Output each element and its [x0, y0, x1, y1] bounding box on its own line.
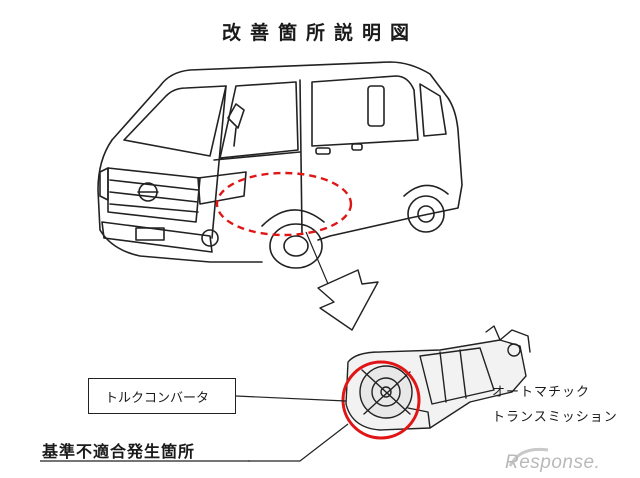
torque-converter-leader — [235, 395, 347, 402]
nonconformity-leader — [248, 423, 349, 462]
response-watermark-logo: Response. — [505, 452, 601, 473]
down-arrow — [317, 269, 379, 331]
diagram-title: 改善箇所説明図 — [221, 22, 418, 44]
nonconformity-label: 基準不適合発生箇所 — [42, 442, 196, 461]
van-highlight-ellipse — [215, 171, 353, 237]
torque-converter-label-box: トルクコンバータ — [88, 378, 236, 414]
transmission-label-line1: オートマチック — [492, 385, 591, 400]
transmission-label-line2: トランスミッション — [492, 410, 618, 425]
van-illustration — [97, 61, 463, 269]
torque-converter-highlight — [341, 360, 421, 440]
torque-converter-label: トルクコンバータ — [105, 390, 210, 406]
watermark-swoosh — [508, 447, 549, 467]
